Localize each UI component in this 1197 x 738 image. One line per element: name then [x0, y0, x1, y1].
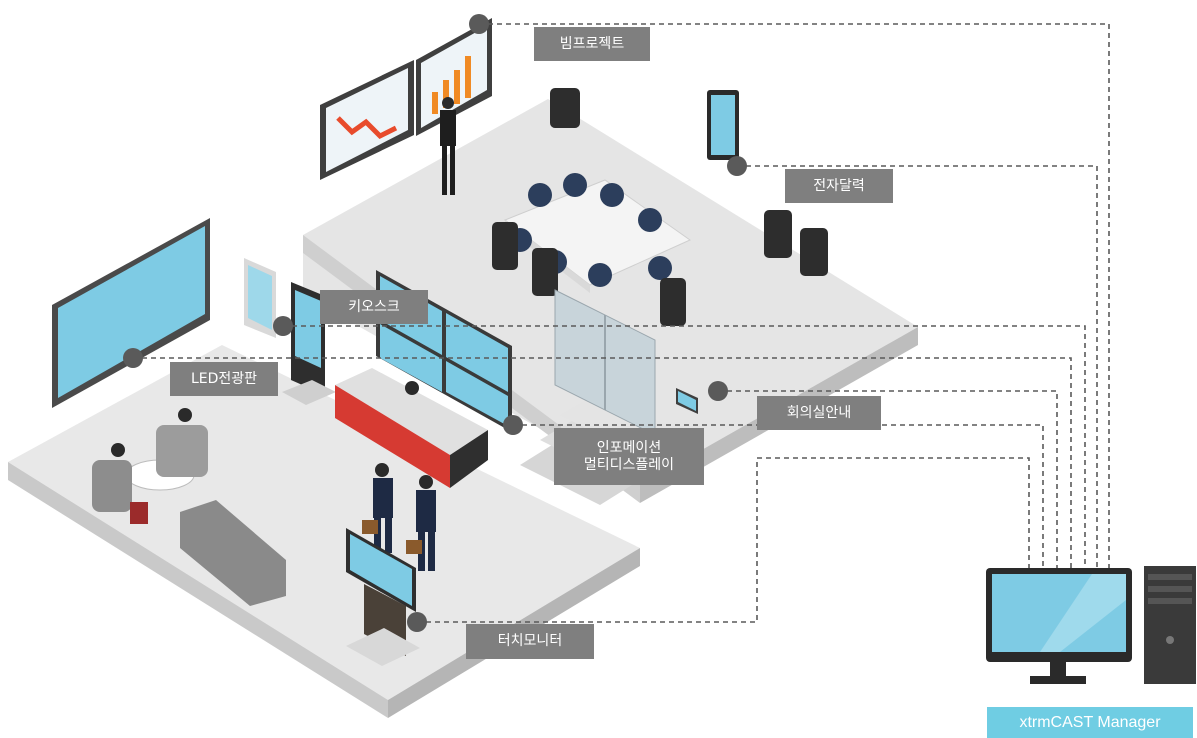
connector-dots [123, 14, 747, 632]
line-touch-monitor [417, 457, 1030, 623]
line-e-calendar [737, 165, 1098, 568]
touch-monitor-stand [346, 528, 420, 666]
label-kiosk: 키오스크 [320, 290, 428, 324]
label-touch-monitor: 터치모니터 [466, 624, 594, 659]
led-board [52, 218, 210, 408]
line-beam-projector [479, 23, 1110, 568]
meeting-room-guide-device [676, 388, 698, 414]
lounge-furniture [92, 408, 286, 606]
kiosk-units [244, 258, 336, 405]
label-led-board: LED전광판 [170, 362, 278, 396]
reception-desk [335, 368, 488, 488]
connection-lines [133, 23, 1110, 623]
manager-server-tower [1144, 566, 1196, 684]
businessmen [362, 463, 436, 571]
line-kiosk [283, 325, 1086, 568]
dot-beam-projector [469, 14, 489, 34]
e-calendar-device [707, 90, 739, 160]
dot-touch-monitor [407, 612, 427, 632]
label-beam-projector: 빔프로젝트 [534, 27, 650, 61]
manager-label: xtrmCAST Manager [1019, 713, 1161, 731]
line-meeting-room-guide [718, 390, 1058, 568]
presenter [440, 97, 456, 195]
dot-led-board [123, 348, 143, 368]
line-info-multidisplay [513, 424, 1044, 568]
label-e-calendar: 전자달력 [785, 169, 893, 203]
label-meeting-room-guide: 회의실안내 [757, 396, 881, 430]
label-info-multidisplay: 인포메이션 멀티디스플레이 [554, 428, 704, 485]
manager-monitor [986, 568, 1132, 684]
meeting-chairs [492, 88, 828, 326]
dot-kiosk [273, 316, 293, 336]
manager-label-bg [987, 707, 1193, 738]
line-led-board [133, 357, 1072, 568]
dot-meeting-room-guide [708, 381, 728, 401]
dot-e-calendar [727, 156, 747, 176]
dot-info-multidisplay [503, 415, 523, 435]
beam-projector-screens [320, 18, 492, 180]
